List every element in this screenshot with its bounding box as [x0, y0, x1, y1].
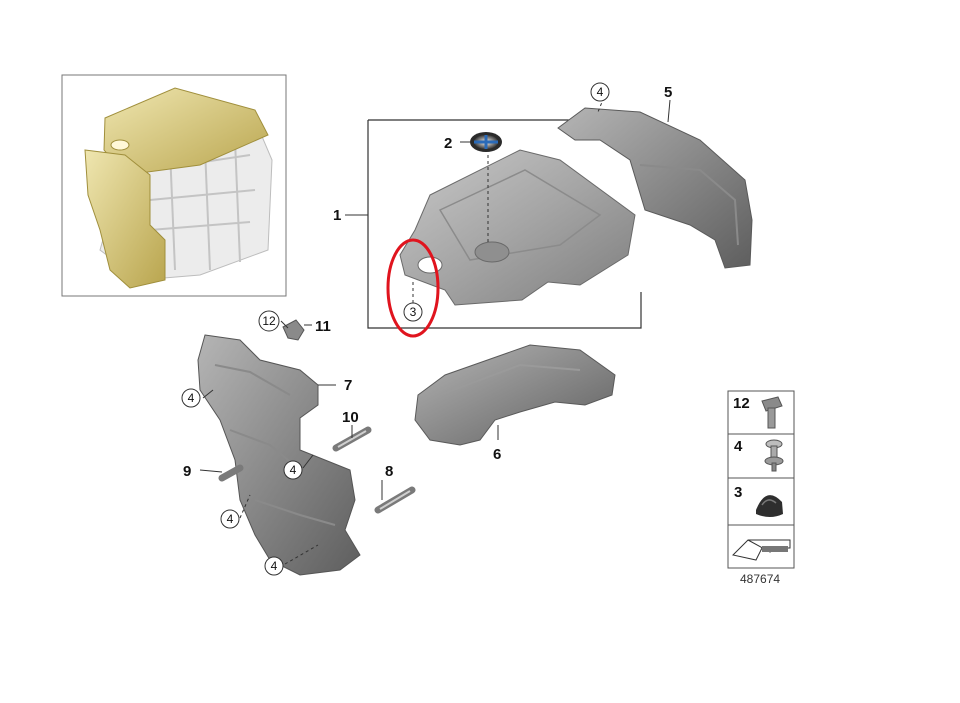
- callout-7: 7: [344, 377, 352, 394]
- legend-row-bolt: 12: [733, 395, 783, 429]
- diagram-number: 487674: [740, 572, 780, 586]
- callout-7-label: 7: [344, 377, 352, 394]
- callout-4-lower-label: 4: [227, 512, 234, 526]
- callout-4-top: 4: [590, 82, 610, 102]
- callout-1-label: 1: [333, 207, 341, 224]
- legend-row-clip-label: 4: [734, 438, 743, 455]
- callout-2: 2: [444, 135, 452, 152]
- callout-4-left-label: 4: [188, 391, 195, 405]
- callout-4-bottom-label: 4: [271, 559, 278, 573]
- highlight-ring: [386, 238, 440, 338]
- engine-cover-highlight: [84, 87, 269, 289]
- callout-6-label: 6: [493, 446, 501, 463]
- legend-row-grommet: 3: [734, 484, 783, 517]
- callout-4-bottom: 4: [264, 556, 284, 576]
- callout-10: 10: [342, 409, 359, 426]
- part-bmw-emblem[interactable]: [470, 132, 502, 245]
- legend-row-clip: 4: [734, 438, 784, 472]
- legend-row-bolt-label: 12: [733, 395, 750, 412]
- callout-4-middle-label: 4: [290, 463, 297, 477]
- callout-3: 3: [403, 282, 423, 322]
- insulation-mat-icon: [731, 539, 791, 561]
- rubber-grommet-icon: [756, 495, 783, 517]
- callout-4-top-label: 4: [597, 85, 604, 99]
- legend-row-grommet-label: 3: [734, 484, 742, 501]
- engine-cover-group-frame: [345, 119, 642, 329]
- callout-8: 8: [385, 463, 393, 480]
- part-stud-10[interactable]: [332, 426, 372, 452]
- part-stud-8[interactable]: [374, 486, 416, 514]
- callout-12-label: 12: [262, 314, 276, 328]
- callout-11: 11: [315, 318, 331, 335]
- callout-10-label: 10: [342, 409, 359, 426]
- engine-overview-inset: [61, 74, 287, 297]
- part-stud-9[interactable]: [218, 464, 244, 482]
- callout-8-label: 8: [385, 463, 393, 480]
- callout-4-left: 4: [181, 388, 201, 408]
- bolt-icon: [761, 396, 783, 429]
- callout-4-lower: 4: [220, 509, 240, 529]
- callout-4-middle: 4: [283, 460, 303, 480]
- callout-1: 1: [333, 207, 341, 224]
- part-sound-insulation-side[interactable]: [197, 334, 361, 576]
- part-engine-cover[interactable]: [399, 149, 636, 306]
- callout-9: 9: [183, 463, 191, 480]
- callout-12: 12: [258, 310, 280, 332]
- callout-11-label: 11: [315, 318, 331, 335]
- callout-5: 5: [664, 84, 672, 101]
- callout-6: 6: [493, 446, 501, 463]
- callout-5-label: 5: [664, 84, 672, 101]
- part-clip-11[interactable]: [282, 319, 305, 341]
- leader-lines: [199, 91, 671, 565]
- part-sound-insulation-upper[interactable]: [557, 107, 753, 269]
- callout-9-label: 9: [183, 463, 191, 480]
- callout-2-label: 2: [444, 135, 452, 152]
- callout-3-label: 3: [410, 305, 417, 319]
- push-clip-icon: [764, 439, 784, 472]
- part-sound-insulation-center[interactable]: [414, 344, 616, 446]
- fastener-legend: 12 4 3: [727, 390, 795, 569]
